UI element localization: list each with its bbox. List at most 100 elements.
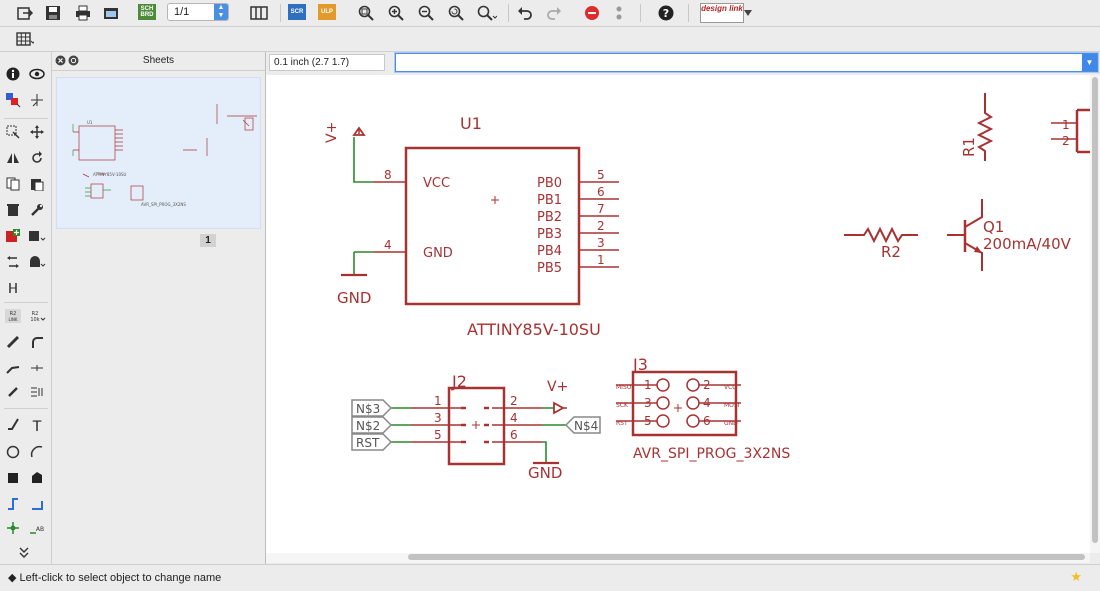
sheet-selector-stepper[interactable]: ▲▼ bbox=[214, 4, 228, 20]
design-link-button[interactable]: design link bbox=[700, 3, 744, 23]
invoke-icon[interactable] bbox=[27, 358, 47, 378]
print-icon[interactable] bbox=[72, 3, 94, 23]
r1-resistor[interactable]: R1 bbox=[960, 93, 994, 161]
gate-swap-icon[interactable] bbox=[27, 252, 47, 272]
save-icon[interactable] bbox=[42, 3, 64, 23]
delete-icon[interactable] bbox=[3, 200, 23, 220]
j3-header[interactable]: J3 AVR_SPI_PROG_3X2NS 1 3 5 2 4 6 bbox=[616, 355, 790, 462]
text-icon[interactable]: T bbox=[27, 416, 47, 436]
move-icon[interactable] bbox=[27, 122, 47, 142]
rotate-icon[interactable] bbox=[27, 148, 47, 168]
show-icon[interactable] bbox=[27, 64, 47, 84]
junction-icon[interactable] bbox=[3, 518, 23, 538]
label-icon[interactable]: AB bbox=[27, 518, 47, 538]
gnd-supply[interactable]: GND bbox=[337, 273, 371, 307]
mark-icon[interactable] bbox=[27, 90, 47, 110]
go-icon[interactable] bbox=[608, 3, 630, 23]
sheet-thumbnail[interactable]: U1 ATTINY85V-10SU AVR_SPI_PROG_3X2NS bbox=[56, 77, 261, 229]
vplus-supply[interactable]: V+ bbox=[547, 379, 568, 415]
u1-pin-label: PB0 bbox=[537, 176, 562, 191]
sheet-selector-value: 1/1 bbox=[174, 6, 190, 18]
toolbar-separator bbox=[508, 4, 509, 22]
open-icon[interactable] bbox=[14, 3, 36, 23]
net-label-n2[interactable]: N$2 bbox=[351, 416, 393, 434]
net-label-rst[interactable]: RST bbox=[351, 433, 393, 451]
command-line[interactable]: ▼ bbox=[395, 53, 1098, 72]
svg-text:AB: AB bbox=[36, 526, 44, 533]
star-icon[interactable]: ★ bbox=[1070, 569, 1082, 584]
zoom-in-icon[interactable] bbox=[385, 3, 407, 23]
miter-icon[interactable] bbox=[27, 332, 47, 352]
window-icon[interactable] bbox=[100, 3, 122, 23]
mirror-icon[interactable] bbox=[3, 148, 23, 168]
j3-pin-number: 6 bbox=[703, 414, 711, 428]
paste-icon[interactable] bbox=[27, 174, 47, 194]
j2-pin-number: 1 bbox=[434, 394, 442, 408]
u1-part[interactable]: U1 ATTINY85V-10SU 8 VCC 4 GND PB0 PB1 PB… bbox=[373, 114, 619, 339]
layer-icon[interactable] bbox=[3, 90, 23, 110]
vertical-scroll-thumb[interactable] bbox=[1092, 77, 1098, 543]
table-icon[interactable] bbox=[248, 3, 270, 23]
zoom-out-icon[interactable] bbox=[415, 3, 437, 23]
grid-icon[interactable] bbox=[14, 29, 36, 49]
zoom-select-icon[interactable] bbox=[476, 3, 498, 23]
net-label-n4[interactable]: N$4 bbox=[564, 416, 601, 434]
select-icon[interactable] bbox=[3, 122, 23, 142]
pinswap-icon[interactable] bbox=[3, 252, 23, 272]
copy-icon[interactable] bbox=[3, 174, 23, 194]
sheet-selector[interactable]: 1/1 ▲▼ bbox=[167, 3, 229, 21]
more-tools-icon[interactable] bbox=[14, 542, 34, 562]
r2-resistor[interactable]: R2 bbox=[844, 226, 918, 261]
j2-header[interactable]: J2 1 3 5 2 4 6 bbox=[411, 372, 542, 466]
q1-value: 200mA/40V bbox=[983, 235, 1072, 253]
net-wire[interactable] bbox=[391, 407, 566, 462]
vplus-supply[interactable]: V+ bbox=[324, 122, 366, 143]
wrench-icon[interactable] bbox=[27, 200, 47, 220]
stop-icon[interactable] bbox=[581, 3, 603, 23]
u1-pin-number: 2 bbox=[597, 219, 605, 233]
q1-transistor[interactable]: Q1 200mA/40V bbox=[947, 199, 1072, 271]
wire-icon[interactable] bbox=[3, 494, 23, 514]
zoom-fit-icon[interactable] bbox=[355, 3, 377, 23]
chevron-down-icon[interactable]: ▼ bbox=[1082, 54, 1097, 71]
command-input[interactable] bbox=[396, 54, 1084, 71]
bus-icon[interactable] bbox=[27, 494, 47, 514]
align-icon[interactable] bbox=[27, 382, 47, 402]
net-wire[interactable] bbox=[353, 137, 373, 183]
schematic-canvas[interactable]: U1 ATTINY85V-10SU 8 VCC 4 GND PB0 PB1 PB… bbox=[266, 75, 1090, 553]
vertical-scrollbar[interactable] bbox=[1090, 75, 1100, 553]
horizontal-scrollbar[interactable] bbox=[266, 553, 1090, 563]
split-icon[interactable] bbox=[3, 278, 23, 298]
zoom-redraw-icon[interactable] bbox=[445, 3, 467, 23]
rect-icon[interactable] bbox=[3, 468, 23, 488]
close-icon[interactable] bbox=[55, 55, 66, 69]
arc-icon[interactable] bbox=[27, 442, 47, 462]
sheet-number[interactable]: 1 bbox=[200, 234, 216, 247]
help-icon[interactable]: ? bbox=[655, 3, 677, 23]
split-wire-icon[interactable] bbox=[3, 358, 23, 378]
line-icon[interactable] bbox=[3, 414, 23, 434]
status-message-row: ◆ Left-click to select object to change … bbox=[8, 571, 221, 584]
replace-icon[interactable] bbox=[27, 226, 47, 246]
chevron-down-icon[interactable] bbox=[742, 3, 754, 23]
optimize-icon[interactable] bbox=[3, 382, 23, 402]
polygon-icon[interactable] bbox=[27, 468, 47, 488]
info-icon[interactable] bbox=[3, 64, 23, 84]
undo-icon[interactable] bbox=[514, 3, 536, 23]
script-button[interactable]: SCR bbox=[288, 4, 306, 20]
horizontal-scroll-thumb[interactable] bbox=[408, 554, 1085, 560]
net-label-n3[interactable]: N$3 bbox=[351, 399, 393, 417]
gnd-supply[interactable]: GND bbox=[528, 461, 562, 482]
r1-label: R1 bbox=[960, 137, 978, 157]
detach-icon[interactable] bbox=[68, 55, 79, 69]
ulp-button[interactable]: ULP bbox=[318, 4, 336, 20]
smash-icon[interactable] bbox=[3, 332, 23, 352]
diamond-icon: ◆ bbox=[8, 572, 20, 584]
redo-icon[interactable] bbox=[543, 3, 565, 23]
circle-icon[interactable] bbox=[3, 442, 23, 462]
right-connector[interactable]: 1 2 bbox=[1051, 108, 1090, 154]
add-part-icon[interactable] bbox=[3, 226, 23, 246]
